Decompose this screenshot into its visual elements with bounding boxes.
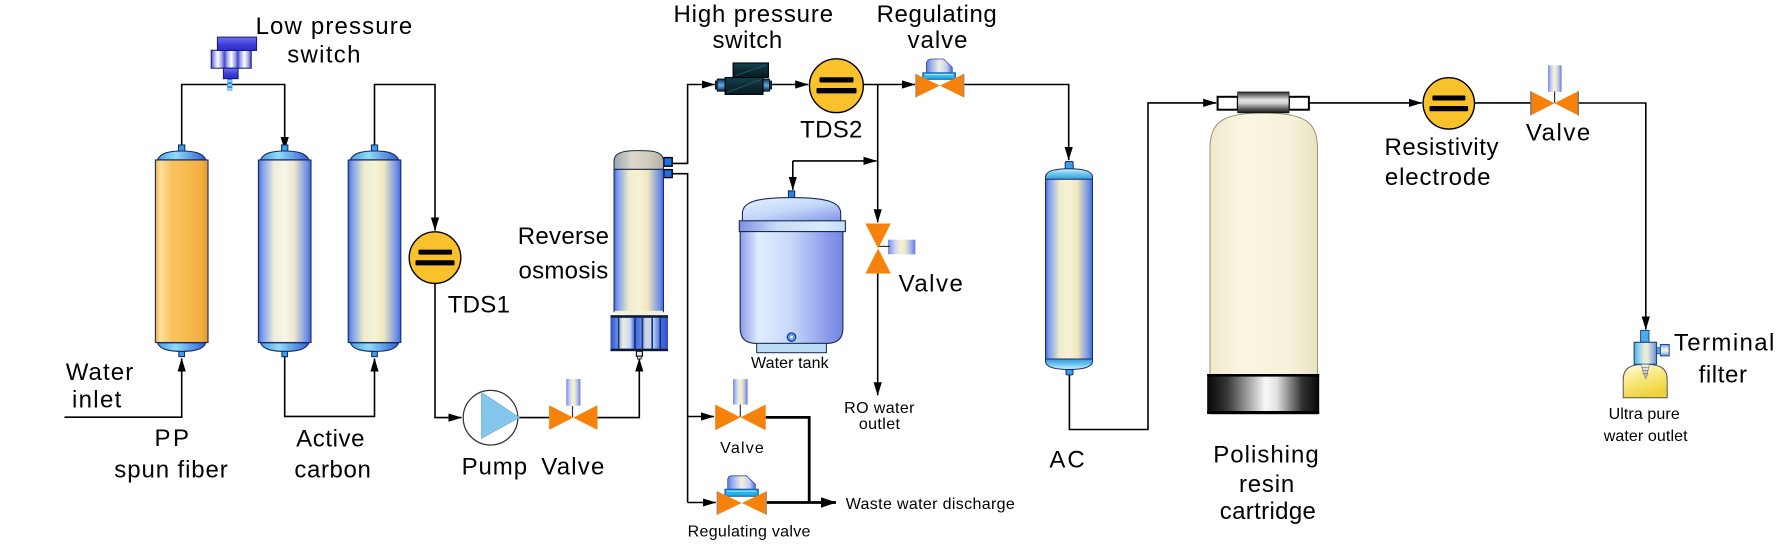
svg-text:Polishing: Polishing	[1213, 441, 1319, 468]
svg-text:Valve: Valve	[720, 440, 765, 457]
svg-text:Valve: Valve	[1526, 120, 1592, 147]
svg-text:Valve: Valve	[899, 270, 965, 297]
svg-text:Regulating valve: Regulating valve	[688, 524, 811, 541]
svg-text:Waste water discharge: Waste water discharge	[846, 496, 1016, 513]
svg-text:Pump: Pump	[462, 454, 528, 481]
svg-text:electrode: electrode	[1385, 164, 1491, 191]
svg-text:switch: switch	[287, 42, 361, 69]
svg-text:Water tank: Water tank	[751, 355, 830, 372]
svg-text:osmosis: osmosis	[518, 258, 608, 285]
svg-text:valve: valve	[907, 27, 968, 54]
svg-text:water outlet: water outlet	[1603, 428, 1688, 445]
svg-text:Resistivity: Resistivity	[1385, 134, 1500, 161]
svg-text:outlet: outlet	[859, 416, 901, 433]
svg-text:AC: AC	[1049, 447, 1086, 474]
svg-text:Low pressure: Low pressure	[256, 13, 414, 40]
svg-text:Active: Active	[296, 425, 365, 452]
svg-text:PP: PP	[154, 425, 191, 452]
svg-text:Terminal: Terminal	[1674, 330, 1776, 357]
svg-text:TDS1: TDS1	[448, 292, 511, 319]
svg-text:High pressure: High pressure	[673, 1, 833, 28]
svg-text:RO water: RO water	[844, 400, 915, 417]
svg-text:inlet: inlet	[72, 387, 123, 414]
svg-text:carbon: carbon	[294, 457, 371, 484]
svg-text:filter: filter	[1699, 362, 1748, 389]
svg-text:cartridge: cartridge	[1220, 498, 1317, 525]
svg-text:Water: Water	[66, 359, 135, 386]
svg-text:TDS2: TDS2	[800, 117, 863, 144]
svg-text:resin: resin	[1239, 471, 1295, 498]
svg-text:Reverse: Reverse	[518, 223, 609, 250]
svg-text:switch: switch	[713, 27, 783, 54]
svg-text:Ultra pure: Ultra pure	[1609, 406, 1680, 423]
svg-text:spun fiber: spun fiber	[114, 456, 228, 483]
svg-text:Valve: Valve	[541, 454, 605, 481]
svg-text:Regulating: Regulating	[877, 1, 998, 28]
